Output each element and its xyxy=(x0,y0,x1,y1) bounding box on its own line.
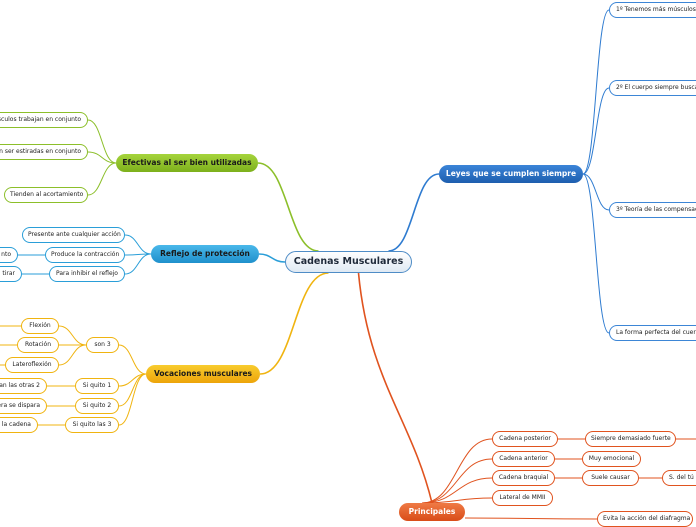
root-node[interactable]: Cadenas Musculares xyxy=(285,251,412,273)
link-root-principales xyxy=(357,272,433,504)
link-efectivas-2 xyxy=(87,162,117,196)
link-efectivas-1 xyxy=(87,151,117,164)
branch-leyes[interactable]: Leyes que se cumplen siempre xyxy=(439,165,583,183)
branch-efectivas[interactable]: Efectivas al ser bien utilizadas xyxy=(116,154,258,172)
link-leyes-1 xyxy=(582,87,610,175)
reflejo-item-3[interactable]: Para inhibir el reflejo xyxy=(49,266,125,282)
link-leyes-2 xyxy=(582,173,610,211)
branch-vocaciones[interactable]: Vocaciones musculares xyxy=(146,365,260,383)
efectivas-item-2[interactable]: en ser estiradas en conjunto xyxy=(0,144,88,160)
reflejo-subitem-2[interactable]: tirar xyxy=(0,266,22,282)
vocaciones-quito-1[interactable]: Si quito 1 xyxy=(75,378,119,394)
link-principales-1 xyxy=(421,458,493,504)
link-root-leyes xyxy=(388,173,440,252)
link-vocaciones-0 xyxy=(118,344,147,375)
quito-3-effect[interactable]: la cadena xyxy=(0,417,38,433)
son3-lateroflexion[interactable]: Lateroflexión xyxy=(5,357,59,373)
link-leyes-3 xyxy=(582,173,610,334)
principales-anterior[interactable]: Cadena anterior xyxy=(492,451,555,467)
son3-flexion[interactable]: Flexión xyxy=(21,318,59,334)
branch-principales[interactable]: Principales xyxy=(399,503,465,521)
vocaciones-son3[interactable]: son 3 xyxy=(86,337,119,353)
braquial-detail[interactable]: Suele causar xyxy=(582,470,639,486)
principales-posterior[interactable]: Cadena posterior xyxy=(492,431,558,447)
reflejo-item-2[interactable]: Produce la contracción xyxy=(45,247,125,263)
link-root-efectivas xyxy=(257,162,319,252)
reflejo-item-1[interactable]: Presente ante cualquier acción xyxy=(22,227,125,243)
link-vocaciones-3 xyxy=(118,373,147,426)
principales-lateral-mmii[interactable]: Lateral de MMII xyxy=(492,490,553,506)
efectivas-item-1[interactable]: úsculos trabajan en conjunto xyxy=(0,112,88,128)
leyes-item-1[interactable]: 1º Tenemos más músculos xyxy=(609,2,696,18)
vocaciones-quito-3[interactable]: Si quito las 3 xyxy=(65,417,119,433)
link-principales-2 xyxy=(421,477,493,504)
link-leyes-0 xyxy=(582,9,610,175)
link-root-vocaciones xyxy=(259,272,329,375)
link-reflejo-0 xyxy=(124,234,152,255)
leyes-item-2[interactable]: 2º El cuerpo siempre busca xyxy=(609,80,696,96)
link-principales-partial xyxy=(464,517,598,520)
link-efectivas-0 xyxy=(87,119,117,164)
link-principales-3 xyxy=(421,497,493,504)
vocaciones-quito-2[interactable]: Si quito 2 xyxy=(75,398,119,414)
leyes-item-4[interactable]: La forma perfecta del cuerpo xyxy=(609,325,696,341)
link-root-reflejo xyxy=(258,253,286,263)
quito-2-effect[interactable]: era se dispara xyxy=(0,398,47,414)
link-principales-0 xyxy=(421,438,493,504)
son3-rotacion[interactable]: Rotación xyxy=(17,337,59,353)
leyes-item-3[interactable]: 3º Teoría de las compensacio xyxy=(609,202,696,218)
posterior-detail[interactable]: Siempre demasiado fuerte xyxy=(585,431,676,447)
anterior-detail[interactable]: Muy emocional xyxy=(582,451,641,467)
principales-braquial[interactable]: Cadena braquial xyxy=(492,470,555,486)
braquial-subdetail[interactable]: S. del tú xyxy=(662,470,696,486)
link-reflejo-2 xyxy=(124,253,152,275)
efectivas-item-3[interactable]: Tienden al acortamiento xyxy=(4,187,88,203)
link-son3-0 xyxy=(58,325,87,346)
quito-1-effect[interactable]: can las otras 2 xyxy=(0,378,47,394)
reflejo-subitem-1[interactable]: nto xyxy=(0,247,18,263)
principales-partial-item[interactable]: Evita la acción del diafragma xyxy=(597,511,693,527)
branch-reflejo[interactable]: Reflejo de protección xyxy=(151,245,259,263)
link-son3-2 xyxy=(58,344,87,366)
